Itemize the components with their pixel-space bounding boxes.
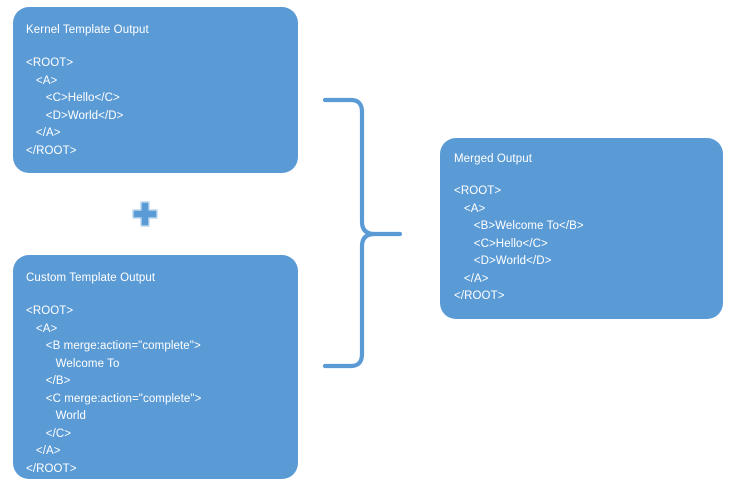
merged-output-box[interactable]: Merged Output <ROOT> <A> <B>Welcome To</… bbox=[440, 138, 723, 319]
custom-template-output-box[interactable]: Custom Template Output <ROOT> <A> <B mer… bbox=[13, 255, 298, 479]
kernel-template-output-box[interactable]: Kernel Template Output <ROOT> <A> <C>Hel… bbox=[13, 7, 298, 173]
right-curly-brace-icon bbox=[318, 88, 410, 378]
merged-output-code: <ROOT> <A> <B>Welcome To</B> <C>Hello</C… bbox=[454, 185, 584, 302]
kernel-template-output-code: <ROOT> <A> <C>Hello</C> <D>World</D> </A… bbox=[26, 57, 124, 157]
custom-template-output-code: <ROOT> <A> <B merge:action="complete"> W… bbox=[26, 305, 202, 475]
plus-icon bbox=[131, 200, 159, 228]
custom-template-output-title: Custom Template Output bbox=[26, 272, 156, 284]
kernel-template-output-title: Kernel Template Output bbox=[26, 24, 149, 36]
merged-output-title: Merged Output bbox=[454, 153, 533, 165]
